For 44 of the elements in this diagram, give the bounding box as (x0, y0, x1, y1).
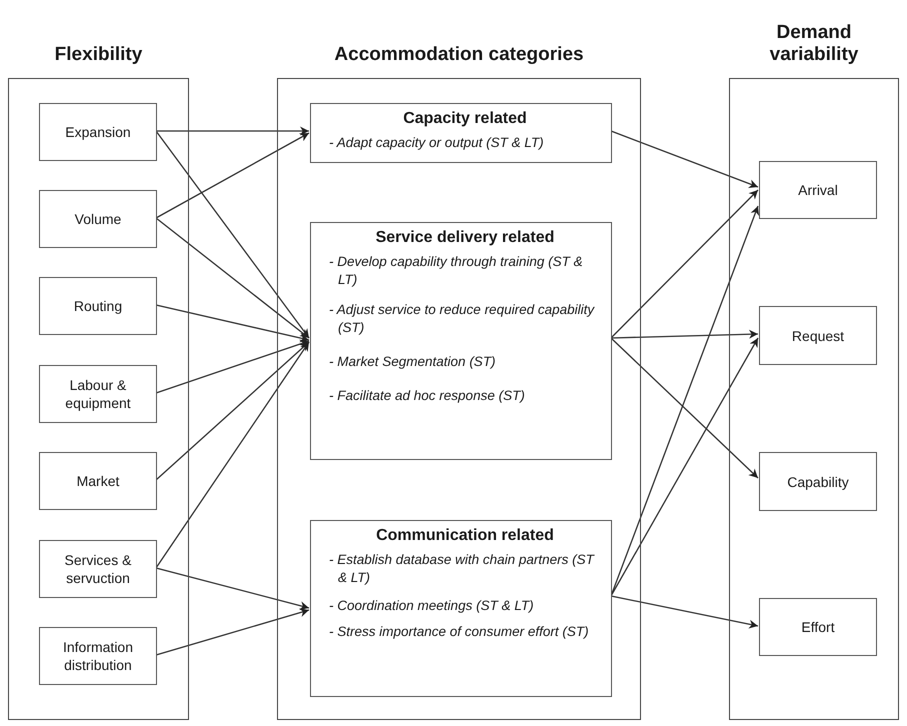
bullet-item: - Coordination meetings (ST & LT) (329, 597, 534, 615)
factor-box: Routing (39, 277, 157, 335)
arrow (156, 608, 310, 656)
arrow (156, 217, 310, 339)
arrow (156, 567, 310, 610)
factor-box: Capability (759, 452, 877, 511)
category-box (310, 222, 612, 460)
category-box (310, 520, 612, 697)
arrow (156, 132, 310, 219)
column-heading: Accommodation categories (333, 43, 585, 66)
factor-box: Arrival (759, 161, 877, 219)
category-box (310, 103, 612, 163)
factor-box: Market (39, 452, 157, 510)
arrow (610, 130, 758, 188)
arrow (610, 595, 758, 629)
arrow (156, 126, 309, 136)
bullet-item: - Market Segmentation (ST) (329, 353, 496, 371)
column-heading: Demand variability (768, 21, 860, 66)
factor-box: Request (759, 306, 877, 365)
category-heading: Communication related (376, 527, 554, 545)
factor-box: Labour & equipment (39, 365, 157, 423)
bullet-item: - Adjust service to reduce required capability (ST) (329, 301, 596, 337)
arrow (155, 342, 310, 568)
category-heading: Capacity related (403, 110, 527, 128)
arrow (610, 190, 758, 338)
factor-box: Expansion (39, 103, 157, 161)
bullet-item: - Develop capability through training (ST & LT) (329, 253, 584, 289)
arrow (156, 340, 310, 394)
arrow (156, 342, 310, 480)
bullet-item: - Stress importance of consumer effort (ST) (329, 623, 589, 641)
arrow (156, 304, 310, 342)
arrow (155, 130, 310, 338)
bullet-item: - Establish database with chain partners (ST & LT) (329, 551, 596, 587)
factor-box: Effort (759, 598, 877, 656)
factor-box: Volume (39, 190, 157, 248)
factor-box: Information distribution (39, 627, 157, 685)
category-heading: Service delivery related (376, 229, 554, 247)
arrow (610, 330, 758, 339)
arrow (610, 338, 758, 478)
arrow (610, 338, 759, 596)
bullet-item: - Facilitate ad hoc response (ST) (329, 387, 525, 405)
bullet-item: - Adapt capacity or output (ST & LT) (329, 134, 544, 152)
factor-box: Services & servuction (39, 540, 157, 598)
column-heading: Flexibility (54, 43, 144, 66)
